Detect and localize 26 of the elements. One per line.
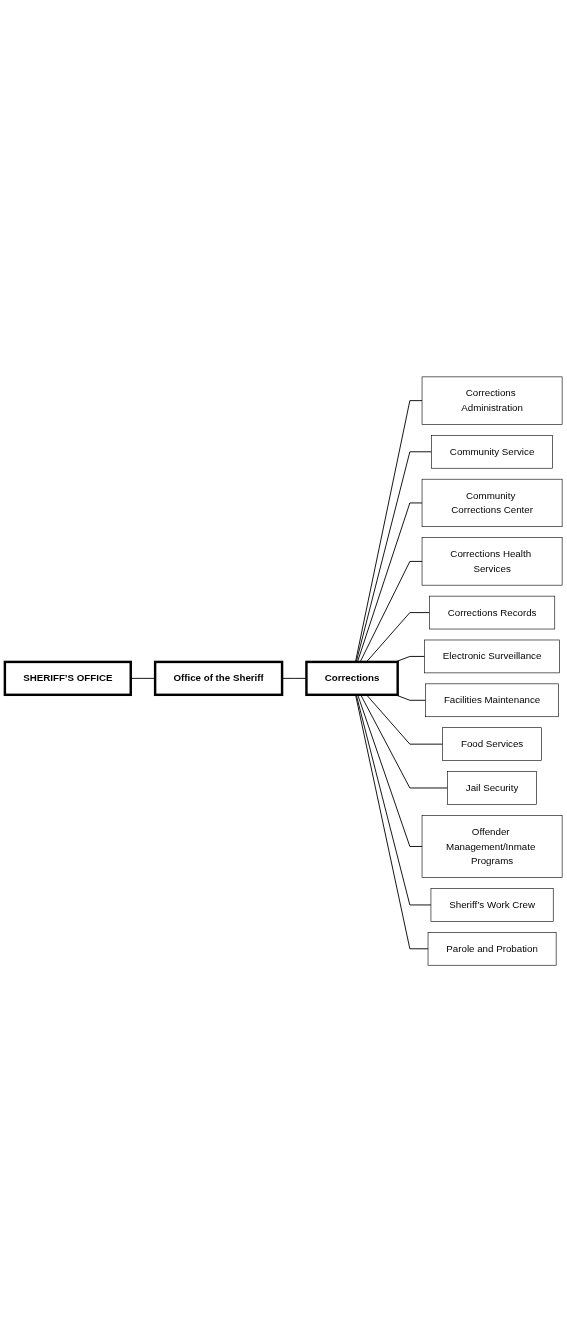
- connector: [366, 612, 430, 663]
- connector: [355, 694, 429, 950]
- connector: [130, 678, 156, 680]
- connector: [366, 694, 444, 746]
- connector: [394, 656, 425, 663]
- node-box: Sheriff’s Work Crew: [430, 888, 554, 923]
- connector: [359, 561, 423, 663]
- node-box: Food Services: [442, 727, 542, 762]
- connector: [355, 451, 433, 663]
- node-box: Offender Management/Inmate Programs: [421, 815, 563, 879]
- node-box: Corrections Records: [429, 596, 556, 630]
- connector: [355, 694, 432, 906]
- connector: [355, 400, 423, 663]
- node-box: Community Corrections Center: [421, 479, 563, 528]
- node-box: Parole and Probation: [427, 932, 557, 966]
- connector: [357, 502, 423, 663]
- node-box: Corrections: [305, 661, 399, 697]
- node-box: Corrections Health Services: [421, 537, 563, 586]
- node-box: SHERIFF’S OFFICE: [3, 661, 132, 697]
- node-box: Electronic Surveillance: [424, 640, 560, 674]
- node-box: Facilities Maintenance: [425, 683, 559, 718]
- node-box: Office of the Sheriff: [153, 661, 284, 697]
- node-box: Jail Security: [447, 771, 537, 806]
- node-box: Community Service: [431, 435, 553, 469]
- node-box: Corrections Administration: [421, 377, 563, 426]
- connector: [360, 694, 448, 789]
